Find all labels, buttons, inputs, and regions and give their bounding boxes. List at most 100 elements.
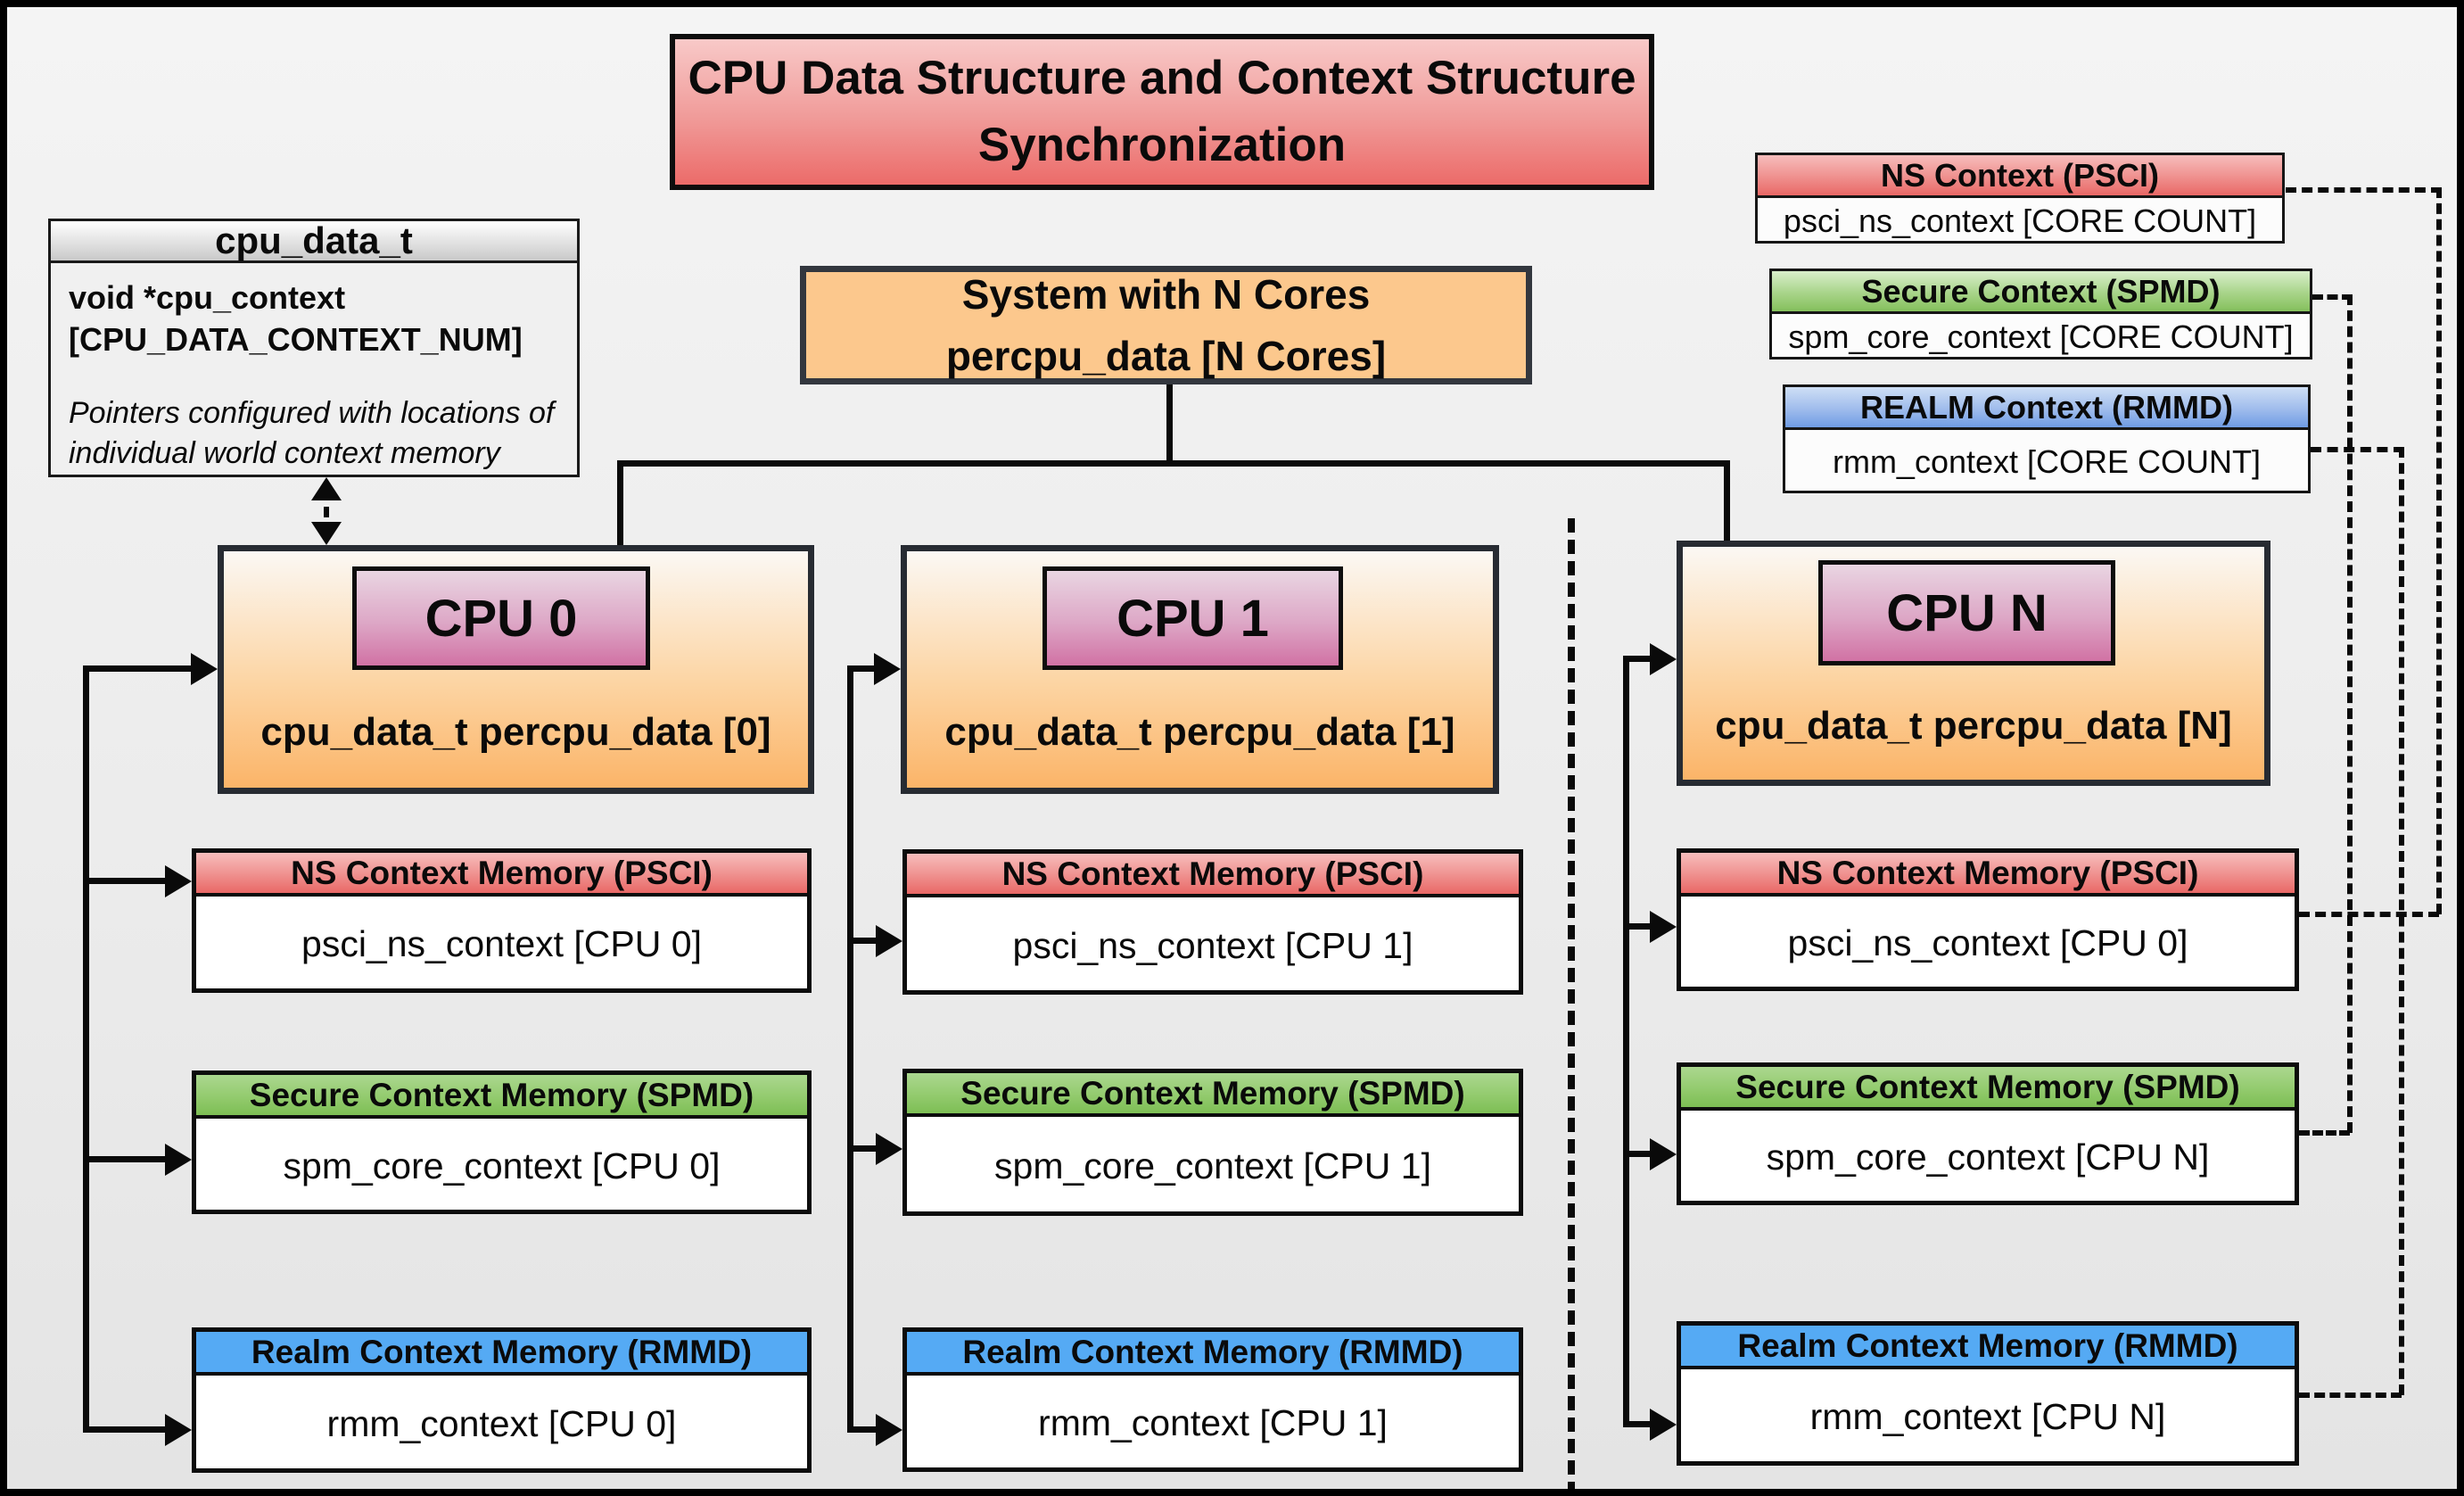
cpun-branch-realm-arrow-icon [1650, 1409, 1677, 1441]
legend-realm-body: rmm_context [CORE COUNT] [1832, 442, 2262, 480]
diagram-title-line1: CPU Data Structure and Context Structure [688, 52, 1636, 105]
cpu1-branch-ns [847, 938, 878, 944]
cpu0-branch-secure [83, 1156, 167, 1162]
dashed-ns-vertical [2436, 187, 2442, 914]
cpu0-branch-ns-arrow-icon [165, 865, 192, 897]
cpu0-branch-ns [83, 878, 167, 884]
cpun-name-box: CPU N [1818, 560, 2115, 665]
cpu1-box: CPU 1 cpu_data_t percpu_data [1] [901, 545, 1499, 794]
cpu1-realm-membox: Realm Context Memory (RMMD) rmm_context … [902, 1327, 1523, 1472]
dashed-secure-vertical [2347, 294, 2353, 1133]
cpun-branch-secure [1623, 1151, 1652, 1157]
cpu0-branch-realm-arrow-icon [165, 1414, 192, 1446]
cpu1-realm-header: Realm Context Memory (RMMD) [907, 1332, 1519, 1376]
column-separator-dashed [1568, 518, 1575, 1489]
cpu1-name-box: CPU 1 [1042, 566, 1343, 670]
dashed-realm-into-cpun [2299, 1393, 2402, 1398]
cpu0-data-label: cpu_data_t percpu_data [0] [260, 710, 771, 754]
cpu1-branch-cpu-arrow-icon [874, 653, 901, 685]
struct-to-cpu0-down-arrow-icon [311, 522, 342, 545]
dashed-realm-legend-out [2311, 447, 2404, 452]
cpu-data-t-note: Pointers configured with locations of in… [69, 395, 555, 471]
cpu1-secure-header: Secure Context Memory (SPMD) [907, 1073, 1519, 1117]
cpu0-secure-membox: Secure Context Memory (SPMD) spm_core_co… [192, 1070, 812, 1214]
struct-to-cpu0-up-arrow-icon [311, 477, 342, 500]
cpu0-secure-header: Secure Context Memory (SPMD) [196, 1075, 807, 1119]
cpun-realm-body: rmm_context [CPU N] [1809, 1396, 2166, 1437]
cpu1-branch-realm-arrow-icon [876, 1414, 902, 1446]
cpu-data-t-header: cpu_data_t [51, 219, 577, 263]
cpun-branch-ns [1623, 923, 1652, 930]
cpun-realm-header: Realm Context Memory (RMMD) [1681, 1326, 2295, 1369]
cpu0-branch-secure-arrow-icon [165, 1144, 192, 1176]
cpu1-branch-realm [847, 1426, 878, 1433]
cpun-branch-ns-arrow-icon [1650, 911, 1677, 943]
cpu1-branch-secure-arrow-icon [876, 1133, 902, 1165]
cpun-pointer-trunk [1623, 656, 1629, 1427]
cpu1-ns-body: psci_ns_context [CPU 1] [1012, 924, 1413, 966]
cpu0-ns-header: NS Context Memory (PSCI) [196, 853, 807, 897]
cpu1-ns-header: NS Context Memory (PSCI) [907, 854, 1519, 897]
cpun-secure-body: spm_core_context [CPU N] [1766, 1136, 2210, 1178]
cpun-ns-membox: NS Context Memory (PSCI) psci_ns_context… [1677, 848, 2299, 991]
cpu1-data-label: cpu_data_t percpu_data [1] [944, 710, 1455, 754]
cpun-branch-cpu [1623, 656, 1652, 662]
cpu0-branch-realm [83, 1426, 167, 1433]
cpun-ns-header: NS Context Memory (PSCI) [1681, 853, 2295, 897]
system-box: System with N Cores percpu_data [N Cores… [800, 266, 1532, 384]
cpun-secure-membox: Secure Context Memory (SPMD) spm_core_co… [1677, 1062, 2299, 1205]
connector-system-stem [1166, 384, 1173, 464]
system-box-text: System with N Cores percpu_data [N Cores… [946, 264, 1386, 387]
cpu0-realm-body: rmm_context [CPU 0] [326, 1402, 677, 1444]
legend-secure-body: spm_core_context [CORE COUNT] [1788, 318, 2294, 355]
cpu1-secure-body: spm_core_context [CPU 1] [994, 1145, 1431, 1186]
cpu1-ns-membox: NS Context Memory (PSCI) psci_ns_context… [902, 849, 1523, 995]
diagram-title-text: CPU Data Structure and Context Structure… [688, 45, 1636, 178]
cpu0-ns-body: psci_ns_context [CPU 0] [301, 923, 702, 964]
legend-realm-context: REALM Context (RMMD) rmm_context [CORE C… [1783, 384, 2311, 493]
cpu0-box: CPU 0 cpu_data_t percpu_data [0] [218, 545, 814, 794]
cpu1-branch-ns-arrow-icon [876, 925, 902, 957]
cpun-data-label: cpu_data_t percpu_data [N] [1715, 704, 2232, 748]
connector-system-horizontal [617, 460, 1730, 467]
legend-ns-body: psci_ns_context [CORE COUNT] [1783, 202, 2257, 239]
cpu-data-t-box: cpu_data_t void *cpu_context [CPU_DATA_C… [48, 219, 580, 477]
dashed-secure-legend-out [2312, 294, 2353, 300]
connector-drop-cpun [1724, 460, 1730, 541]
cpu0-ns-membox: NS Context Memory (PSCI) psci_ns_context… [192, 848, 812, 993]
cpu0-branch-cpu-arrow-icon [191, 653, 218, 685]
cpu0-name-box: CPU 0 [352, 566, 650, 670]
cpu1-branch-cpu [847, 665, 878, 672]
cpu0-branch-cpu [83, 665, 193, 672]
legend-realm-header: REALM Context (RMMD) [1785, 387, 2308, 430]
cpun-realm-membox: Realm Context Memory (RMMD) rmm_context … [1677, 1321, 2299, 1466]
cpun-ns-body: psci_ns_context [CPU 0] [1787, 922, 2188, 963]
legend-ns-context: NS Context (PSCI) psci_ns_context [CORE … [1755, 153, 2285, 244]
connector-drop-cpu0 [617, 460, 623, 546]
legend-ns-header: NS Context (PSCI) [1758, 155, 2282, 198]
cpu0-realm-membox: Realm Context Memory (RMMD) rmm_context … [192, 1327, 812, 1473]
dashed-secure-into-cpun [2299, 1130, 2350, 1136]
legend-secure-context: Secure Context (SPMD) spm_core_context [… [1769, 269, 2312, 360]
cpun-branch-cpu-arrow-icon [1650, 643, 1677, 675]
dashed-ns-into-cpun [2299, 912, 2439, 917]
cpu0-pointer-trunk [83, 665, 89, 1433]
legend-secure-header: Secure Context (SPMD) [1772, 271, 2310, 314]
system-line1: System with N Cores [961, 270, 1371, 318]
cpu1-pointer-trunk [847, 665, 853, 1433]
cpun-branch-secure-arrow-icon [1650, 1138, 1677, 1170]
struct-to-cpu0-dashed-line [324, 489, 329, 535]
cpu0-secure-body: spm_core_context [CPU 0] [283, 1145, 721, 1186]
cpu-data-t-field: void *cpu_context [CPU_DATA_CONTEXT_NUM] [69, 279, 523, 358]
system-line2: percpu_data [N Cores] [945, 332, 1387, 379]
cpu1-realm-body: rmm_context [CPU 1] [1038, 1402, 1388, 1443]
diagram-title-line2: Synchronization [977, 118, 1347, 171]
diagram-title: CPU Data Structure and Context Structure… [670, 34, 1654, 190]
dashed-realm-vertical [2399, 447, 2404, 1395]
dashed-ns-legend-out [2286, 187, 2442, 193]
cpun-secure-header: Secure Context Memory (SPMD) [1681, 1067, 2295, 1111]
cpu0-realm-header: Realm Context Memory (RMMD) [196, 1332, 807, 1376]
cpu1-branch-secure [847, 1145, 878, 1152]
cpun-branch-realm [1623, 1421, 1652, 1427]
